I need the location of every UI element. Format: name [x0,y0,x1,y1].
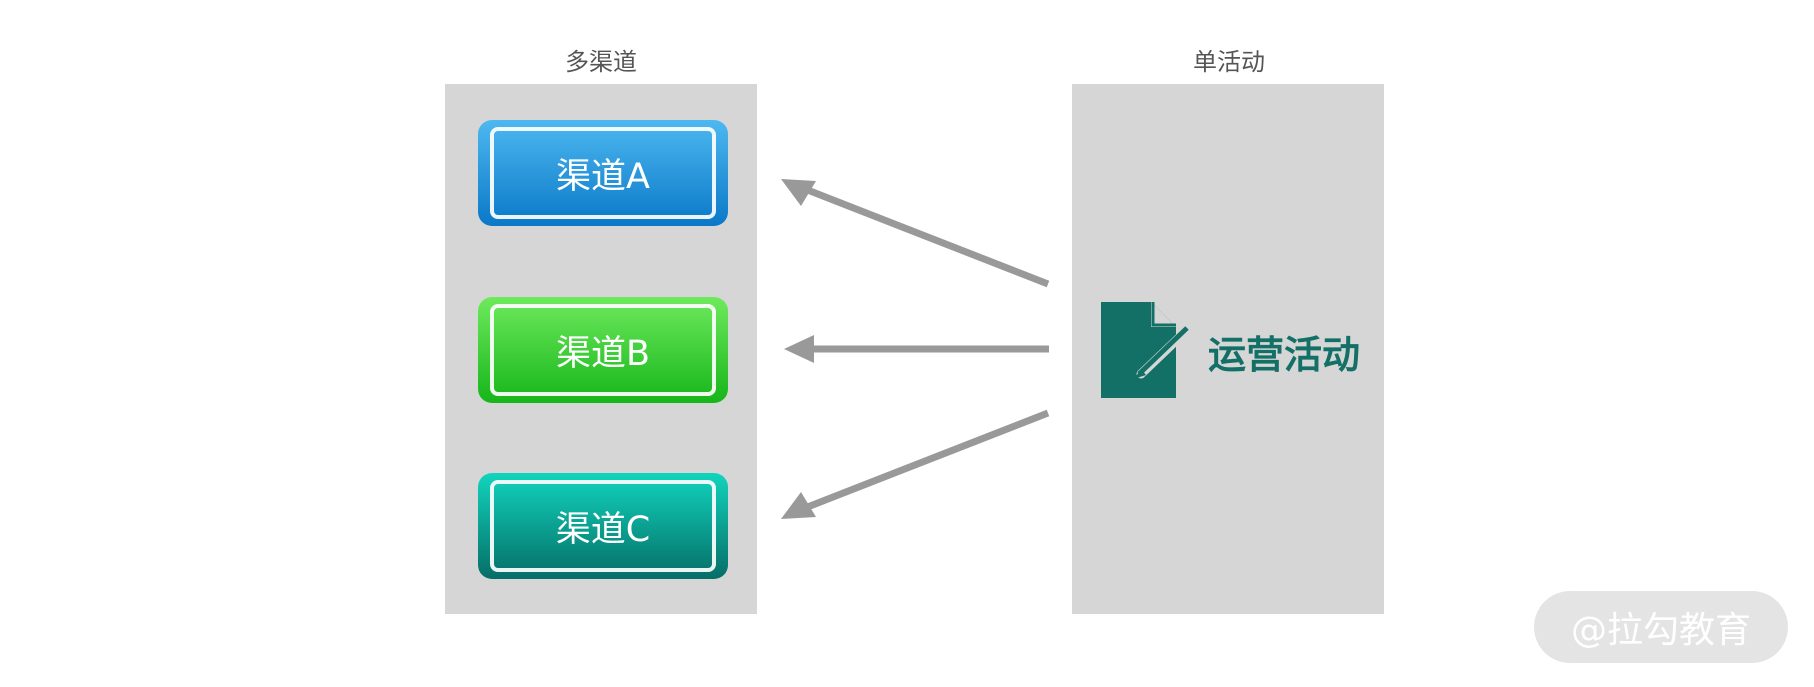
single-activity-title: 单活动 [1193,48,1265,76]
arrowhead-channel-a [781,179,816,206]
document-edit-icon [1101,302,1190,398]
channel-c-label: 渠道C [490,480,716,572]
watermark-logo: @拉勾教育 [1534,591,1788,663]
channel-c-button[interactable]: 渠道C [478,473,728,579]
activity-label: 运营活动 [1208,333,1361,377]
arrowhead-channel-b [784,335,814,363]
channel-b-label: 渠道B [490,304,716,396]
arrowhead-channel-c [781,492,816,519]
channel-b-button[interactable]: 渠道B [478,297,728,403]
channel-a-button[interactable]: 渠道A [478,120,728,226]
arrow-to-channel-c [803,409,1050,512]
multi-channel-title: 多渠道 [565,48,637,76]
channel-a-label: 渠道A [490,127,716,219]
arrow-to-channel-a [803,185,1050,288]
